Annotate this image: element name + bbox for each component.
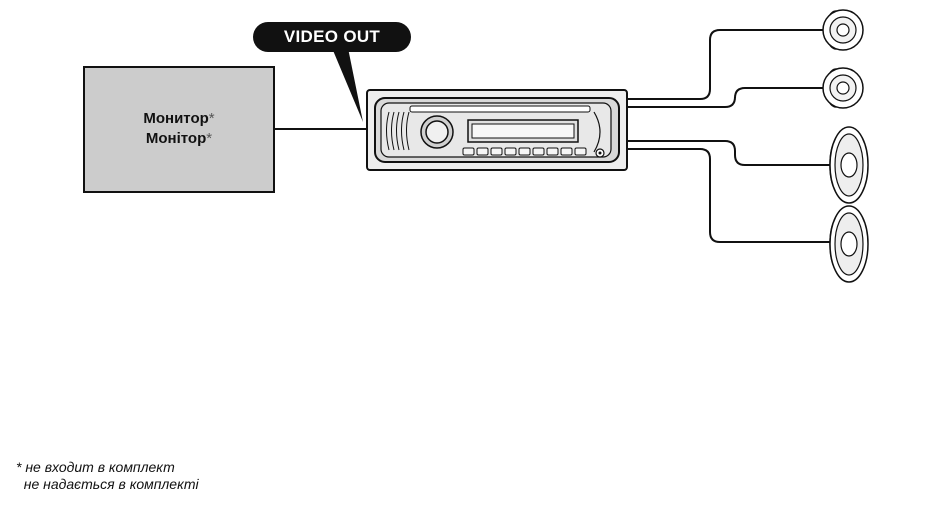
monitor-label: Монитор* Монітор* — [84, 109, 274, 149]
footnote-line: * не входит в комплект — [16, 459, 175, 475]
video-out-callout — [253, 22, 411, 122]
monitor-label-ru: Монитор* — [84, 109, 274, 129]
tweeter-speaker-icon — [822, 67, 864, 109]
oval-speaker-icon — [829, 126, 869, 204]
video-out-label: VIDEO OUT — [283, 27, 381, 46]
asterisk: * — [208, 110, 215, 127]
speaker-wires — [627, 29, 832, 243]
monitor-box — [83, 66, 275, 193]
tweeter-speaker-icon — [822, 9, 864, 51]
monitor-label-ru-text: Монитор — [143, 110, 209, 127]
oval-speaker-icon — [829, 205, 869, 283]
car-stereo-head-unit-icon — [366, 89, 628, 171]
monitor-label-uk: Монітор* — [84, 129, 274, 149]
asterisk: * — [206, 130, 213, 147]
monitor-label-uk-text: Монітор — [145, 130, 207, 147]
footnote-line: не надається в комплекті — [16, 476, 199, 492]
footnote: * не входит в комплект не надається в ко… — [16, 459, 199, 493]
